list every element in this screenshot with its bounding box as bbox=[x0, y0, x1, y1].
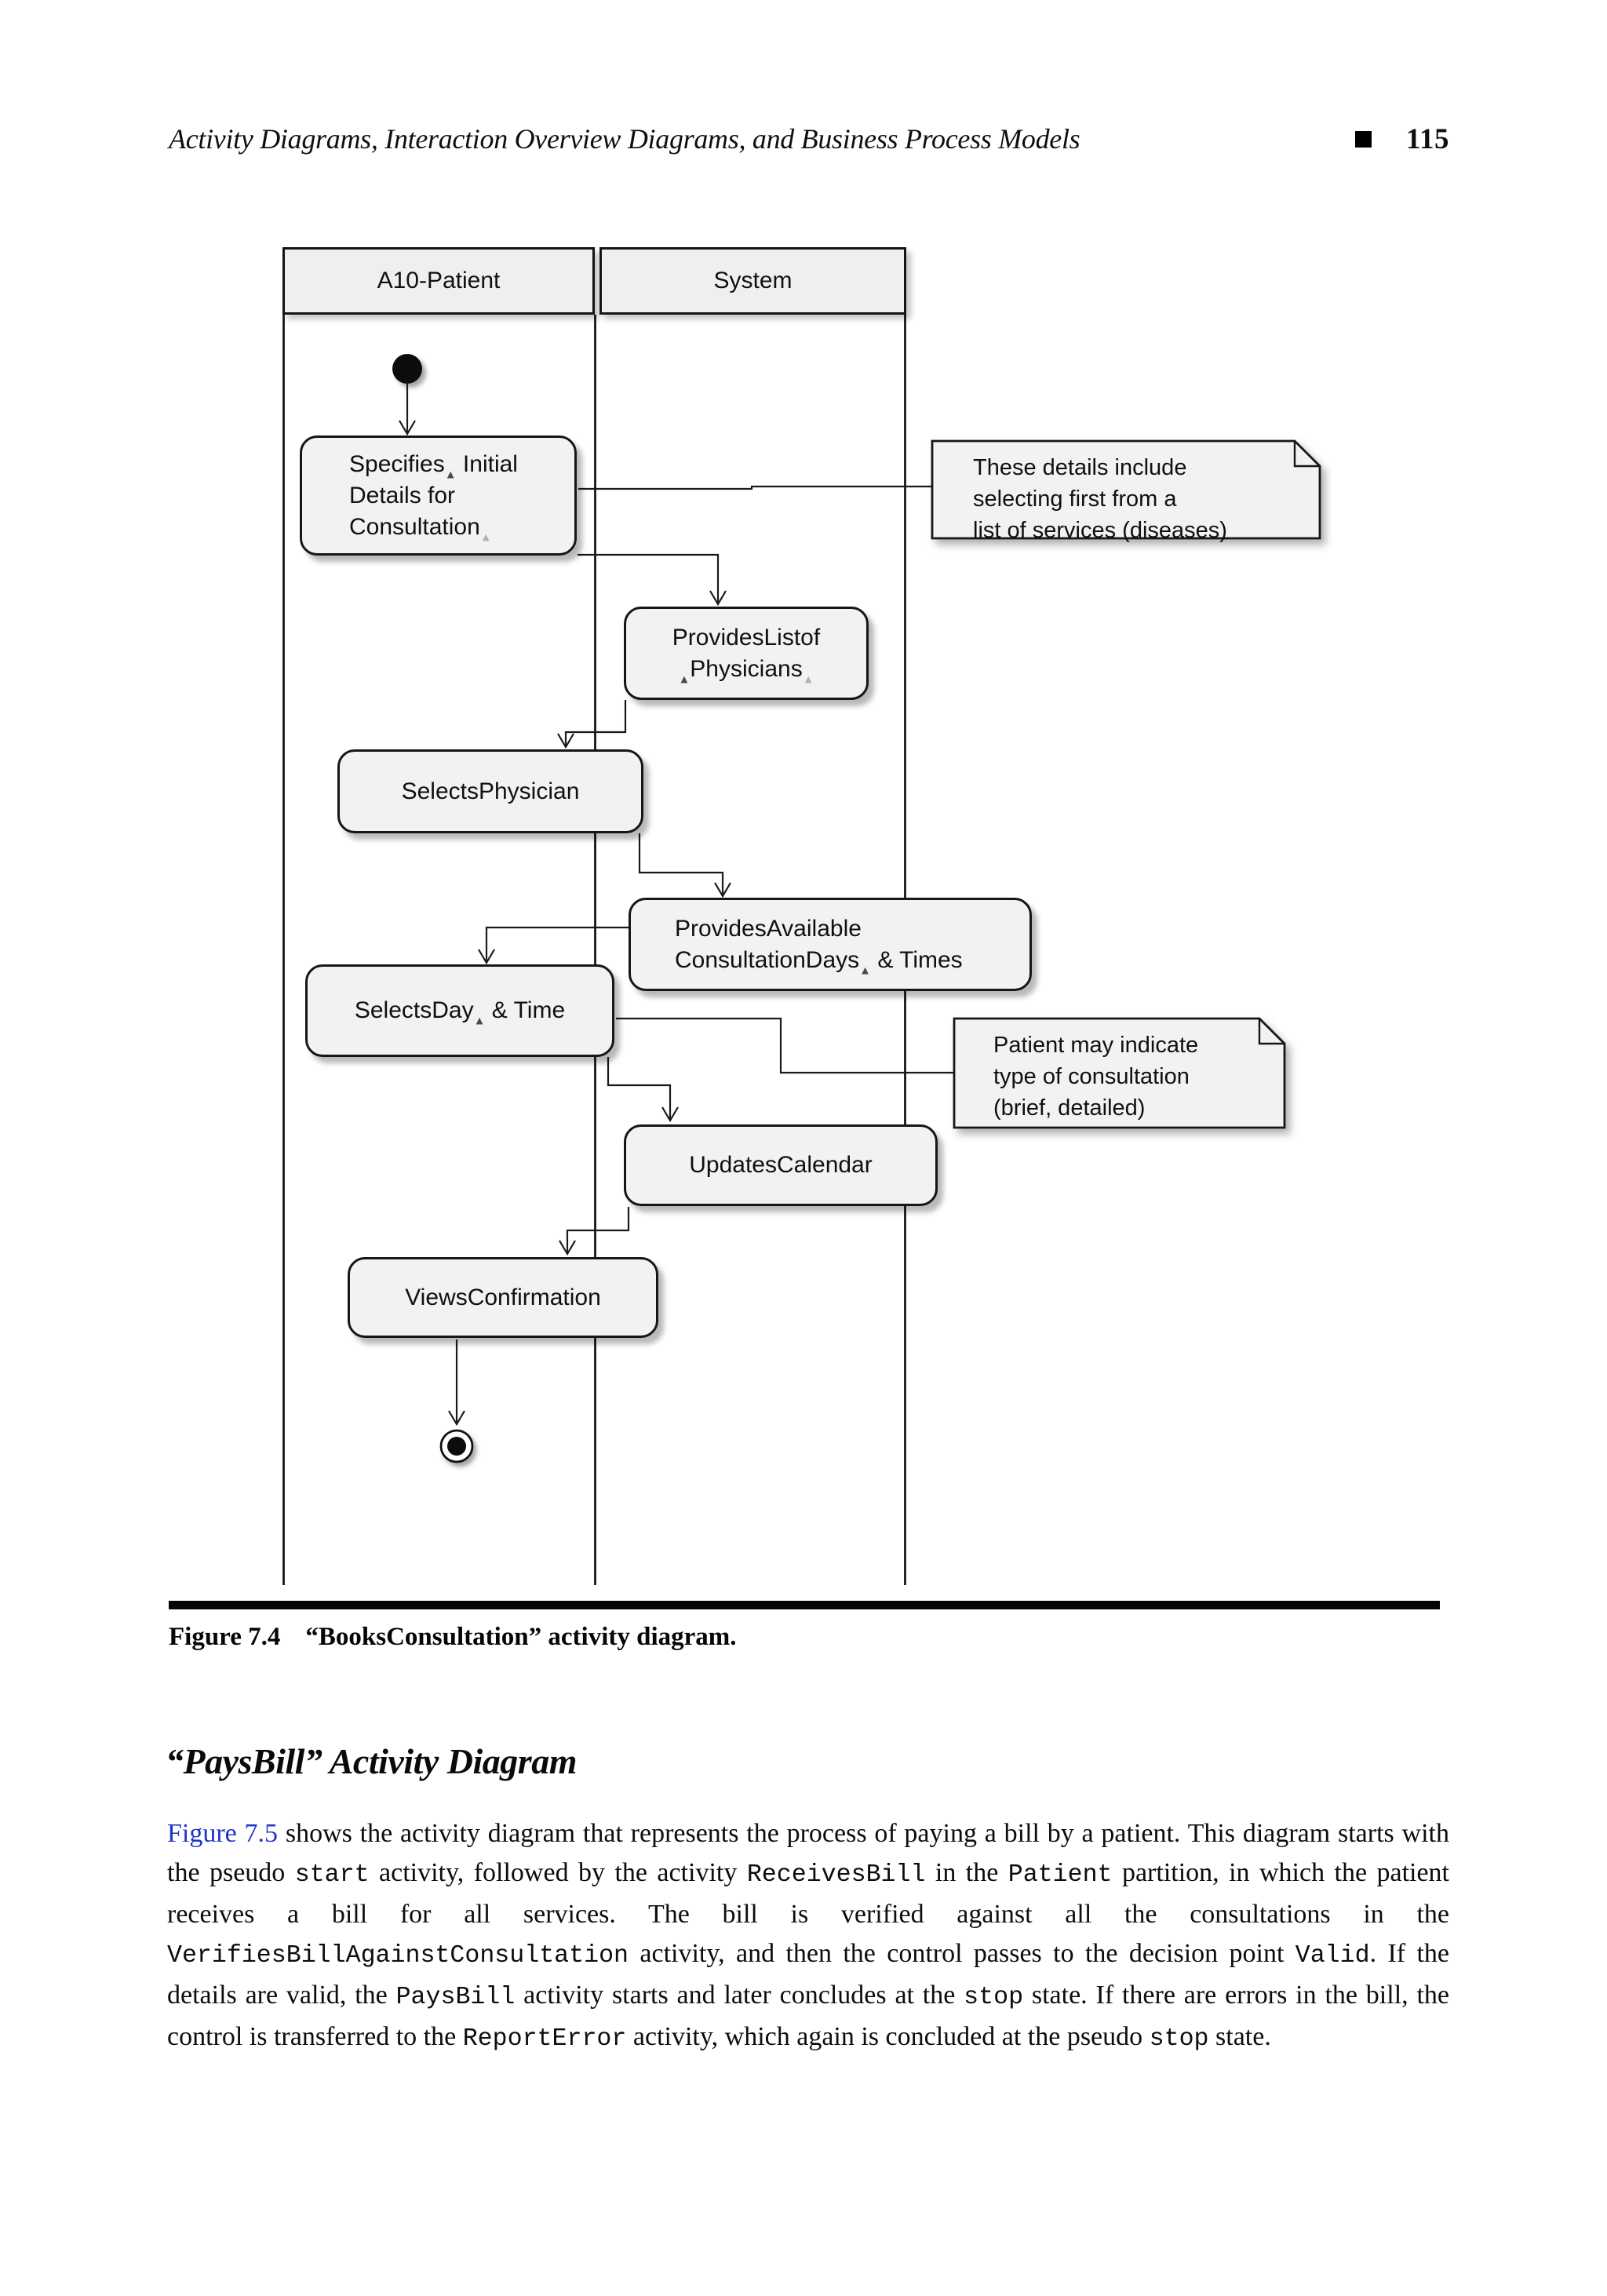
connector-providesavailable-to-selectsday bbox=[485, 926, 629, 961]
text-segment: activity starts and later concludes at t… bbox=[515, 1981, 964, 2010]
connector-provideslist-to-selectsphysician bbox=[564, 700, 627, 745]
text-segment: PaysBill bbox=[395, 1984, 516, 2011]
label-line: ProvidesListof bbox=[672, 624, 821, 651]
label-line: Details for bbox=[349, 482, 456, 508]
activity-selects-physician: SelectsPhysician bbox=[337, 749, 643, 833]
connector-selectsday-to-updatescalendar bbox=[607, 1057, 672, 1119]
running-head-title: Activity Diagrams, Interaction Overview … bbox=[169, 122, 1080, 155]
text-segment: Valid bbox=[1295, 1942, 1370, 1970]
square-bullet-icon bbox=[1355, 131, 1372, 148]
light-triangle-marker-icon: ▲ bbox=[802, 672, 814, 686]
label-line: Specifies▲ Initial bbox=[349, 450, 518, 481]
running-head: Activity Diagrams, Interaction Overview … bbox=[169, 122, 1449, 156]
connector-selectsphysician-to-providesavailable bbox=[638, 833, 724, 895]
arrowhead-icon bbox=[661, 1106, 679, 1123]
text-segment: partition, in which the patient receives… bbox=[167, 1858, 1450, 1929]
arrowhead-icon bbox=[714, 882, 731, 898]
figure-caption-text: “BooksConsultation” activity diagram. bbox=[305, 1623, 737, 1651]
connector-specifies-to-note bbox=[578, 485, 932, 490]
label-line: ViewsConfirmation bbox=[405, 1284, 601, 1310]
start-node-icon bbox=[392, 354, 422, 384]
final-node-icon bbox=[439, 1429, 474, 1463]
label-line: Patient may indicate bbox=[993, 1033, 1199, 1058]
label-line: type of consultation bbox=[993, 1064, 1190, 1089]
figure-caption: Figure 7.4 “BooksConsultation” activity d… bbox=[169, 1621, 737, 1653]
text-segment: activity, and then the control passes to… bbox=[629, 1939, 1295, 1968]
label-line: These details include bbox=[973, 455, 1187, 480]
label-line: ConsultationDays▲ & Times bbox=[675, 946, 963, 977]
dark-triangle-marker-icon: ▲ bbox=[859, 963, 871, 977]
arrowhead-icon bbox=[557, 733, 574, 749]
text-segment: ReportError bbox=[462, 2025, 627, 2053]
label-line: (brief, detailed) bbox=[993, 1095, 1146, 1121]
label-line: ProvidesAvailable bbox=[675, 915, 862, 942]
connector-updatescalendar-to-viewsconfirmation bbox=[566, 1207, 630, 1252]
text-segment: stop bbox=[1149, 2025, 1209, 2053]
text-segment: Patient bbox=[1008, 1861, 1113, 1889]
text-segment: activity, followed by the activity bbox=[369, 1858, 747, 1887]
text-segment: ReceivesBill bbox=[746, 1861, 926, 1889]
label-line: list of services (diseases) bbox=[973, 518, 1227, 543]
label-line: SelectsDay▲ & Time bbox=[354, 997, 566, 1028]
text-segment: VerifiesBillAgainstConsultation bbox=[167, 1942, 629, 1970]
activity-selects-day-time: SelectsDay▲ & Time bbox=[305, 964, 614, 1057]
text-segment: . If the details are valid, the bbox=[167, 1939, 1449, 2010]
connector-specifies-to-provideslist bbox=[578, 553, 720, 603]
label-line: SelectsPhysician bbox=[401, 778, 580, 804]
text-segment: state. If there are errors in the bill, … bbox=[167, 1981, 1450, 2051]
light-triangle-marker-icon: ▲ bbox=[479, 530, 492, 544]
connector-selectsday-to-note bbox=[616, 1017, 954, 1074]
arrowhead-icon bbox=[478, 949, 495, 965]
text-segment: in the bbox=[925, 1858, 1008, 1887]
body-paragraph: Figure 7.5 shows the activity diagram th… bbox=[167, 1814, 1449, 2059]
dark-triangle-marker-icon: ▲ bbox=[678, 672, 691, 686]
activity-views-confirmation: ViewsConfirmation bbox=[348, 1257, 658, 1338]
label-line: Consultation▲ bbox=[349, 513, 492, 544]
text-segment: shows the activity diagram that represen… bbox=[167, 1819, 1449, 1887]
text-segment: activity, which again is concluded at th… bbox=[626, 2022, 1150, 2051]
label-line: ▲Physicians▲ bbox=[678, 655, 814, 686]
note-details-include: These details include selecting first fro… bbox=[973, 452, 1310, 546]
arrowhead-icon bbox=[399, 420, 416, 436]
figure-divider-rule bbox=[169, 1601, 1440, 1609]
text-segment: stop bbox=[964, 1984, 1024, 2011]
swimlane-header-patient: A10-Patient bbox=[282, 247, 595, 315]
swimlane-header-system: System bbox=[599, 247, 906, 315]
label-line: UpdatesCalendar bbox=[689, 1152, 873, 1178]
page-number: 115 bbox=[1406, 123, 1449, 155]
section-heading: “PaysBill” Activity Diagram bbox=[166, 1741, 577, 1781]
figure-7-5-link[interactable]: Figure 7.5 bbox=[167, 1819, 279, 1848]
figure-caption-label: Figure 7.4 bbox=[169, 1623, 281, 1651]
label-line: selecting first from a bbox=[973, 487, 1177, 512]
activity-provides-list-of-physicians: ProvidesListof ▲Physicians▲ bbox=[624, 607, 869, 700]
arrowhead-icon bbox=[448, 1410, 465, 1427]
activity-updates-calendar: UpdatesCalendar bbox=[624, 1124, 938, 1206]
dark-triangle-marker-icon: ▲ bbox=[473, 1014, 486, 1028]
arrowhead-icon bbox=[709, 590, 727, 607]
note-patient-may-indicate: Patient may indicate type of consultation… bbox=[993, 1030, 1276, 1124]
dark-triangle-marker-icon: ▲ bbox=[444, 467, 457, 481]
text-segment: start bbox=[294, 1861, 370, 1889]
arrowhead-icon bbox=[559, 1240, 576, 1256]
text-segment: state. bbox=[1208, 2022, 1271, 2051]
